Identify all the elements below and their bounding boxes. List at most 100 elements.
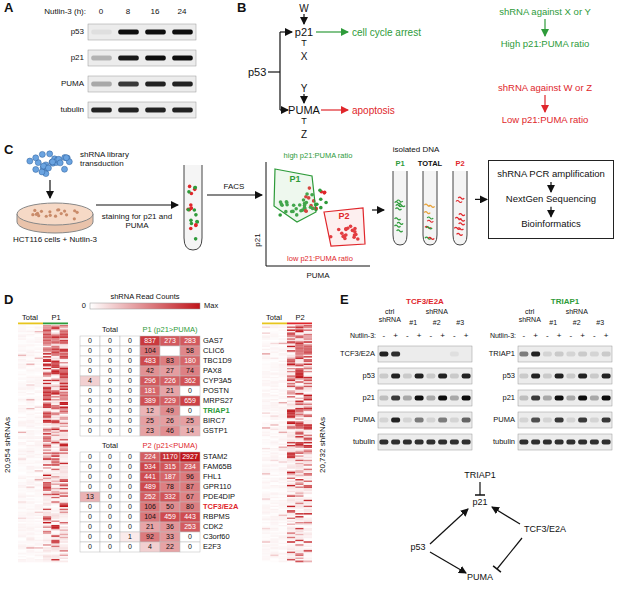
virus-particle [50,159,56,165]
cell [40,210,43,213]
cell [57,208,60,211]
cell [190,222,194,226]
virus-particle [57,160,63,166]
arrow [316,31,348,32]
band [118,82,139,87]
cell [54,215,57,218]
arrow [372,209,384,210]
cell [193,186,197,190]
band [172,108,193,113]
facs-event [319,198,323,202]
cell [194,223,198,227]
virus-particle [47,151,53,157]
virus-particle [33,166,39,172]
arrow [303,94,304,103]
cell [187,190,191,194]
line [266,162,370,266]
cell [33,209,36,212]
facs-event [318,188,322,192]
cell [188,185,192,189]
virus-particle [45,165,51,171]
heatmap-stripe [60,561,68,563]
virus-particle [33,155,39,161]
facs-event [323,191,327,195]
virus-particle [39,169,45,175]
cell [45,215,48,218]
arrow [280,31,292,32]
band [145,30,166,35]
band [118,56,139,61]
cells [31,208,78,220]
cell [73,209,76,212]
arrow [544,19,545,36]
blot-strip [88,102,196,118]
band [172,56,193,61]
heatmap [18,325,312,562]
facs-event [319,206,323,210]
virus-particle [39,151,45,157]
cell [48,210,51,213]
blot-bands [91,108,193,113]
blot-strip [88,24,196,40]
sample-tube [184,165,202,250]
line [279,32,280,110]
cell [49,214,52,217]
arrow [544,95,545,112]
band [118,108,139,113]
line [268,71,280,72]
band [91,82,112,87]
cell [187,208,191,212]
facs-event [278,213,282,217]
facs-event [322,191,326,195]
cell [193,208,197,212]
cell [194,224,198,228]
cell [65,213,68,216]
arrow [207,194,262,195]
virus-cloud [27,151,72,177]
cell [194,237,198,241]
arrow [49,180,50,198]
virus-particle [49,159,55,165]
virus-particle [62,166,68,172]
blot-strip [88,76,196,92]
culture-dish [17,203,93,225]
cell [63,210,66,213]
band [118,30,139,35]
cell [31,213,34,216]
cell [194,213,198,217]
virus-particle [27,158,33,164]
cell [186,207,190,211]
cell [73,217,76,220]
blot-bands [91,30,193,35]
stained-cells [186,185,199,241]
arrow [280,109,288,110]
facs-event [324,201,328,205]
band [145,108,166,113]
blot-bands [91,56,193,61]
band [145,56,166,61]
band [91,30,112,35]
band [145,82,166,87]
virus-particle [63,155,69,161]
heatmap-stripe [18,561,26,563]
cell [189,227,193,231]
cell [60,212,63,215]
band [172,30,193,35]
cell [193,186,197,190]
band [91,108,112,113]
heatmap-stripe [35,561,43,563]
arrow [321,109,348,110]
color-scale [90,303,200,309]
arrow [303,14,304,24]
heatmap-stripe [51,561,59,563]
blot-strip [88,50,196,66]
cell [190,206,194,210]
cell [36,212,39,215]
arrow [96,204,178,205]
blot-bands [91,82,193,87]
cell [189,219,193,223]
cell [195,220,199,224]
band [172,82,193,87]
heatmap-stripe [26,561,34,563]
